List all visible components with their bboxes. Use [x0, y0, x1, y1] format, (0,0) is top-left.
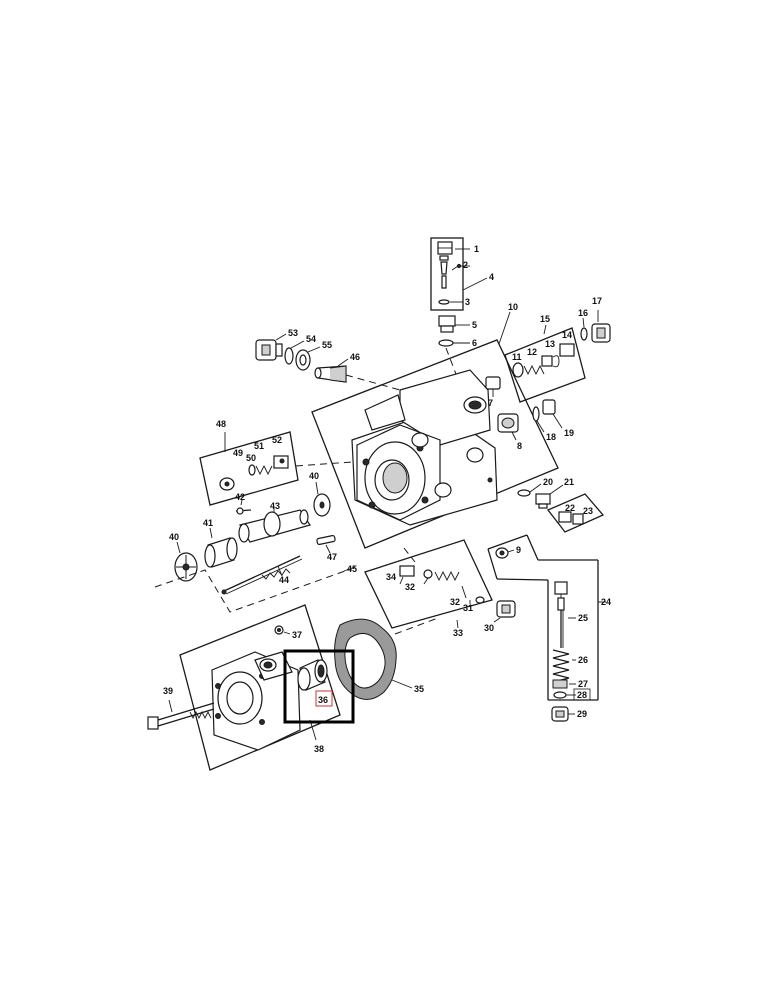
outline-45: [154, 566, 356, 613]
pin-47: [316, 534, 336, 554]
label-48: 48: [216, 419, 226, 429]
rear-housing: [211, 651, 301, 751]
o-ring-6: [438, 339, 470, 347]
bearing-8: [497, 413, 519, 441]
rod-44: [221, 555, 303, 595]
label-14: 14: [562, 330, 572, 340]
label-9: 9: [516, 545, 521, 555]
bushing-7: [485, 376, 501, 397]
label-7: 7: [488, 398, 493, 408]
label-46: 46: [350, 352, 360, 362]
label-19: 19: [564, 428, 574, 438]
label-12: 12: [527, 347, 537, 357]
valve-group-33: [364, 539, 493, 629]
pin-42: [235, 499, 252, 515]
label-8: 8: [517, 441, 522, 451]
label-32-upper: 32: [405, 582, 415, 592]
label-17: 17: [592, 296, 602, 306]
o-ring-20: [517, 483, 542, 497]
main-housing-frame-10: [311, 311, 559, 549]
label-13: 13: [545, 339, 555, 349]
plug-17: [591, 310, 611, 343]
main-housing: [351, 369, 498, 526]
label-52: 52: [272, 435, 282, 445]
label-5: 5: [472, 320, 477, 330]
label-18: 18: [546, 432, 556, 442]
plug-30: [493, 600, 516, 623]
gasket-35: [334, 618, 413, 700]
label-40-upper: 40: [309, 471, 319, 481]
plug-21: [535, 484, 564, 509]
bushing-41: [204, 527, 238, 568]
valve-group-1-4: [430, 237, 488, 311]
plug-5: [438, 315, 470, 333]
label-55: 55: [322, 340, 332, 350]
spool-46: [314, 358, 349, 383]
o-ring-18: [532, 406, 545, 433]
label-3: 3: [465, 297, 470, 307]
fitting-group-22-23: [546, 493, 605, 533]
bolt-39: [147, 699, 215, 730]
disc-40-lower: [174, 541, 198, 582]
plug-53: [255, 333, 287, 361]
label-34: 34: [386, 572, 396, 582]
o-ring-54: [284, 340, 305, 365]
valve-group-48: [199, 431, 299, 506]
label-20: 20: [543, 477, 553, 487]
label-43: 43: [270, 501, 280, 511]
valve-group-24: [487, 534, 606, 722]
label-47: 47: [327, 552, 337, 562]
label-42: 42: [235, 492, 245, 502]
label-29: 29: [577, 709, 587, 719]
label-51: 51: [254, 441, 264, 451]
o-ring-16: [580, 317, 588, 341]
label-23: 23: [583, 506, 593, 516]
label-1: 1: [474, 244, 479, 254]
label-30: 30: [484, 623, 494, 633]
label-39: 39: [163, 686, 173, 696]
label-10: 10: [508, 302, 518, 312]
label-31: 31: [463, 603, 473, 613]
label-15: 15: [540, 314, 550, 324]
label-33: 33: [453, 628, 463, 638]
label-4: 4: [489, 272, 494, 282]
label-22: 22: [565, 503, 575, 513]
label-2: 2: [463, 260, 468, 270]
washer-40-upper: [313, 481, 331, 517]
label-38: 38: [314, 744, 324, 754]
label-16: 16: [578, 308, 588, 318]
label-25: 25: [578, 613, 588, 623]
label-11: 11: [512, 352, 522, 362]
label-54: 54: [306, 334, 316, 344]
label-24: 24: [601, 597, 611, 607]
highlight-part-36[interactable]: [283, 649, 355, 724]
label-28-box: [573, 688, 591, 701]
label-53: 53: [288, 328, 298, 338]
label-32-lower: 32: [450, 597, 460, 607]
label-50: 50: [246, 453, 256, 463]
relief-valve-group-15: [504, 324, 586, 403]
label-49: 49: [233, 448, 243, 458]
label-35: 35: [414, 684, 424, 694]
washer-55: [295, 346, 321, 371]
label-6: 6: [472, 338, 477, 348]
label-41: 41: [203, 518, 213, 528]
spool-43: [238, 508, 311, 543]
label-45: 45: [347, 564, 357, 574]
label-21: 21: [564, 477, 574, 487]
label-37: 37: [292, 630, 302, 640]
label-44: 44: [279, 575, 289, 585]
label-28: 28: [577, 690, 587, 700]
label-36: 36: [318, 695, 328, 705]
label-26: 26: [578, 655, 588, 665]
bushing-19: [542, 399, 563, 429]
label-40-lower: 40: [169, 532, 179, 542]
label-27: 27: [578, 679, 588, 689]
fitting-37: [274, 625, 291, 635]
